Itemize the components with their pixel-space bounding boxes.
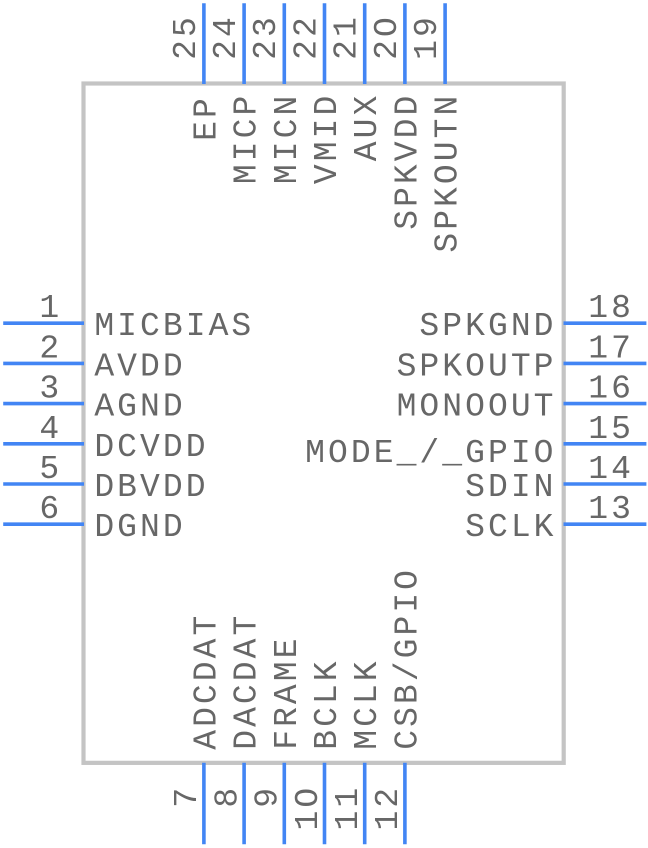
svg-text:21: 21: [329, 17, 366, 60]
svg-text:8: 8: [209, 788, 246, 808]
svg-text:DBVDD: DBVDD: [94, 469, 205, 506]
svg-text:2: 2: [39, 330, 59, 367]
svg-text:FRAME: FRAME: [269, 639, 306, 750]
svg-text:MICBIAS: MICBIAS: [94, 308, 251, 345]
svg-text:1O: 1O: [290, 788, 327, 831]
svg-text:7: 7: [169, 788, 206, 808]
svg-text:MONOOUT: MONOOUT: [397, 389, 554, 426]
svg-text:SPKOUTN: SPKOUTN: [430, 96, 467, 253]
svg-text:SPKOUTP: SPKOUTP: [397, 348, 554, 385]
svg-text:MODE_/_GPIO: MODE_/_GPIO: [305, 435, 553, 472]
svg-text:4: 4: [39, 411, 59, 448]
svg-text:9: 9: [250, 788, 287, 808]
svg-text:19: 19: [409, 17, 446, 60]
svg-text:6: 6: [39, 491, 59, 528]
svg-text:5: 5: [39, 451, 59, 488]
svg-text:23: 23: [248, 17, 285, 60]
svg-text:3: 3: [39, 371, 59, 408]
svg-text:1: 1: [39, 290, 59, 327]
svg-text:2O: 2O: [369, 17, 406, 60]
svg-text:25: 25: [168, 17, 205, 60]
svg-text:22: 22: [288, 17, 325, 60]
svg-text:11: 11: [330, 788, 367, 831]
svg-text:AUX: AUX: [349, 96, 386, 162]
svg-text:24: 24: [208, 17, 245, 60]
svg-text:DCVDD: DCVDD: [94, 429, 205, 466]
svg-text:12: 12: [370, 788, 407, 831]
